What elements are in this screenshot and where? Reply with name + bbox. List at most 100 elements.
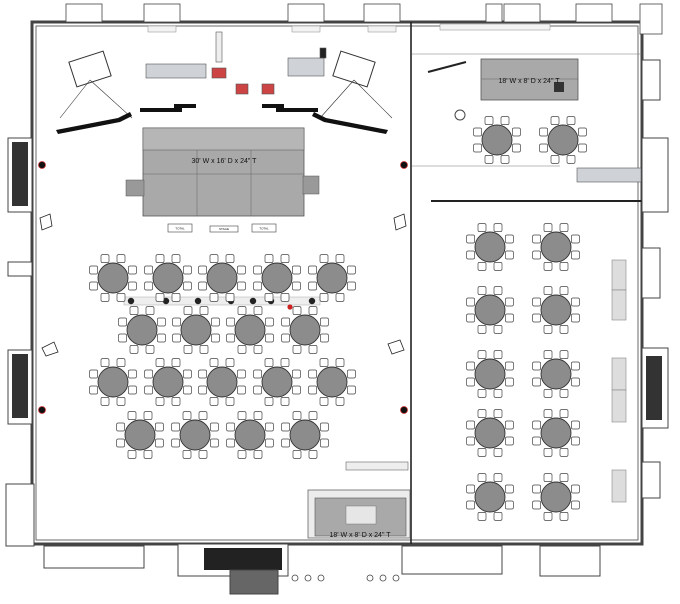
chair (308, 306, 318, 315)
chair (265, 422, 274, 432)
chair (473, 143, 482, 153)
chair (128, 369, 137, 379)
chair (308, 411, 318, 420)
chair (155, 397, 165, 406)
chair (280, 254, 290, 263)
chair (89, 385, 98, 395)
round-table (226, 306, 274, 354)
chair (264, 254, 274, 263)
chair (571, 313, 580, 323)
chair (493, 286, 503, 295)
upper-right-stage-label: 18' W x 8' D x 24" T (498, 78, 560, 85)
chair (559, 223, 569, 232)
chair (253, 369, 262, 379)
chair (466, 436, 475, 446)
chair (128, 265, 137, 275)
round-table (466, 409, 514, 457)
table-top (152, 262, 184, 294)
chair (237, 369, 246, 379)
chair (539, 143, 548, 153)
chair (500, 116, 510, 125)
chair (559, 325, 569, 334)
table-top (234, 419, 266, 451)
chair (466, 313, 475, 323)
chair (484, 155, 494, 164)
chair (183, 369, 192, 379)
round-table (89, 358, 137, 406)
chair (171, 358, 181, 367)
chair (477, 409, 487, 418)
round-table (171, 411, 219, 459)
chair (237, 385, 246, 395)
wall-speakers (39, 213, 407, 357)
chair (183, 345, 193, 354)
chair (571, 377, 580, 387)
bottom-entrance (43, 543, 601, 595)
chair (543, 512, 553, 521)
chair (253, 411, 263, 420)
chair (265, 317, 274, 327)
chair (172, 333, 181, 343)
chair (319, 254, 329, 263)
chair (484, 116, 494, 125)
chair (320, 333, 329, 343)
chair (129, 345, 139, 354)
chair (292, 411, 302, 420)
round-table (118, 306, 166, 354)
chair (466, 250, 475, 260)
stage-truss (56, 104, 388, 134)
chair (477, 448, 487, 457)
chair (532, 377, 541, 387)
chair (199, 345, 209, 354)
table-top (547, 124, 579, 156)
chair (559, 473, 569, 482)
projection-screens (59, 50, 393, 119)
chair (281, 317, 290, 327)
round-table (144, 358, 192, 406)
round-table (144, 254, 192, 302)
chair (505, 361, 514, 371)
chair (264, 358, 274, 367)
chair (493, 325, 503, 334)
chair (578, 127, 587, 137)
chair (543, 473, 553, 482)
chair (335, 358, 345, 367)
chair (559, 409, 569, 418)
chair (292, 265, 301, 275)
chair (308, 265, 317, 275)
chair (308, 450, 318, 459)
chair (100, 358, 110, 367)
table-top (474, 294, 506, 326)
front-signs (167, 223, 277, 233)
chair (128, 281, 137, 291)
round-table (198, 358, 246, 406)
chair (116, 254, 126, 263)
round-table (116, 411, 164, 459)
wall-sconces (38, 161, 408, 414)
chair (559, 286, 569, 295)
chair (155, 422, 164, 432)
chair (308, 385, 317, 395)
chair (253, 345, 263, 354)
table-top (289, 314, 321, 346)
front-sign-left: TOTAL (175, 227, 185, 231)
table-top (124, 419, 156, 451)
chair (171, 293, 181, 302)
chair (466, 500, 475, 510)
chair (493, 512, 503, 521)
round-table (466, 286, 514, 334)
chair (505, 484, 514, 494)
chair (171, 438, 180, 448)
chair (155, 293, 165, 302)
chair (171, 397, 181, 406)
chair (550, 155, 560, 164)
chair (505, 377, 514, 387)
chair (512, 127, 521, 137)
chair (335, 254, 345, 263)
chair (116, 397, 126, 406)
chair (253, 281, 262, 291)
chair (578, 143, 587, 153)
chair (466, 361, 475, 371)
chair (347, 265, 356, 275)
chair (571, 420, 580, 430)
